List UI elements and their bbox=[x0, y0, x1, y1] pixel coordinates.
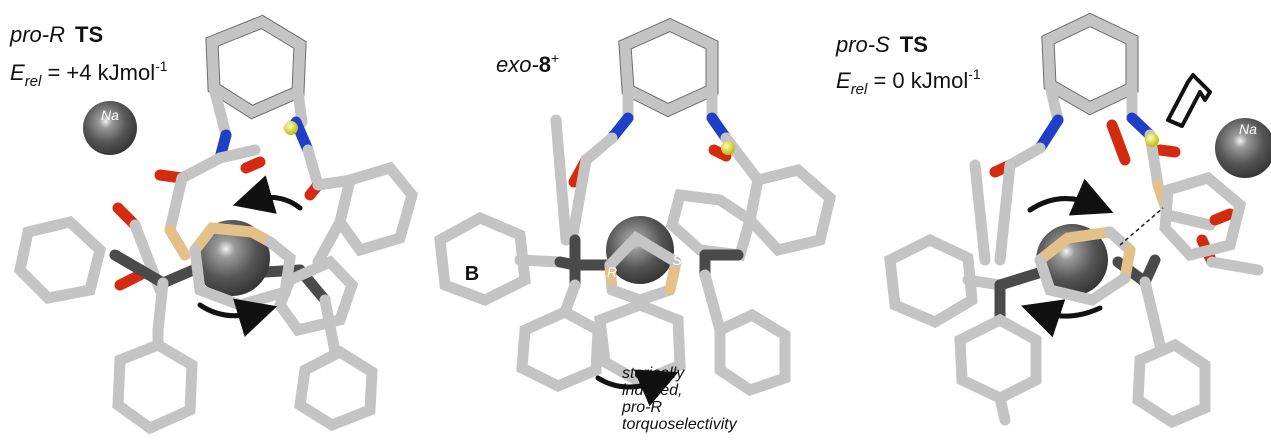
hollow-pointer-arrow bbox=[1166, 73, 1212, 128]
dithiane-ring bbox=[604, 231, 682, 306]
bottom-phenyl-ring bbox=[112, 324, 198, 435]
rotation-arrow-bottom bbox=[1021, 299, 1103, 338]
top-phenyl-ring bbox=[205, 14, 307, 120]
hydrogen-atom bbox=[1145, 133, 1159, 147]
dithiane-ring bbox=[1034, 226, 1136, 306]
central-sodium-ball bbox=[606, 216, 674, 284]
dashed-contact bbox=[1119, 207, 1164, 246]
right-phenyl-ring bbox=[1159, 171, 1247, 262]
left-phenyl-ring bbox=[14, 215, 107, 304]
left-phenyl-ring-b bbox=[434, 211, 566, 306]
sodium-ion-ball bbox=[1215, 118, 1271, 178]
hydrogen-atom bbox=[721, 141, 735, 155]
lower-right-phenyl-rings bbox=[273, 255, 378, 432]
right-phenyl-ring bbox=[312, 161, 419, 268]
ring-label-b: B bbox=[465, 263, 479, 285]
hydrogen-atom bbox=[284, 121, 298, 135]
rotation-arrow-top bbox=[232, 175, 303, 214]
rotation-arrow-bottom bbox=[197, 298, 278, 337]
caption: sterically induced, pro-R torquoselectiv… bbox=[621, 365, 738, 433]
panel-pro-s-ts: Na bbox=[835, 12, 1271, 429]
sodium-ion-label: Na bbox=[101, 107, 119, 123]
right-amide-arm bbox=[706, 84, 764, 186]
right-amide-arm bbox=[290, 86, 358, 201]
central-sodium-ball bbox=[1036, 224, 1108, 296]
stereo-label-s: S bbox=[672, 252, 682, 268]
lower-phenyl-rings bbox=[954, 276, 1211, 429]
sodium-ion-label: Na bbox=[1239, 121, 1257, 137]
right-phenyl-rings bbox=[665, 163, 837, 262]
dithiane-ring bbox=[189, 222, 296, 311]
energy-label: Erel = 0 kJmol-1 bbox=[836, 66, 981, 98]
rotation-arrow bbox=[595, 369, 679, 407]
quaternary-carbons bbox=[554, 234, 744, 291]
stereo-label-r: R bbox=[607, 264, 617, 280]
top-phenyl-ring bbox=[618, 17, 719, 118]
panel-title: exo-8+ bbox=[496, 50, 559, 77]
top-phenyl-ring bbox=[1041, 12, 1139, 116]
central-sodium-ball bbox=[194, 220, 270, 296]
rotation-arrow-top bbox=[1027, 178, 1114, 216]
panel-exo-8: B R S exo-8+ bbox=[434, 17, 837, 433]
left-amide-arm bbox=[550, 84, 634, 246]
left-amide-arm bbox=[969, 79, 1064, 266]
energy-label: Erel = +4 kJmol-1 bbox=[10, 58, 168, 90]
left-amide-arm bbox=[112, 82, 266, 296]
sodium-ion-ball bbox=[83, 101, 137, 155]
